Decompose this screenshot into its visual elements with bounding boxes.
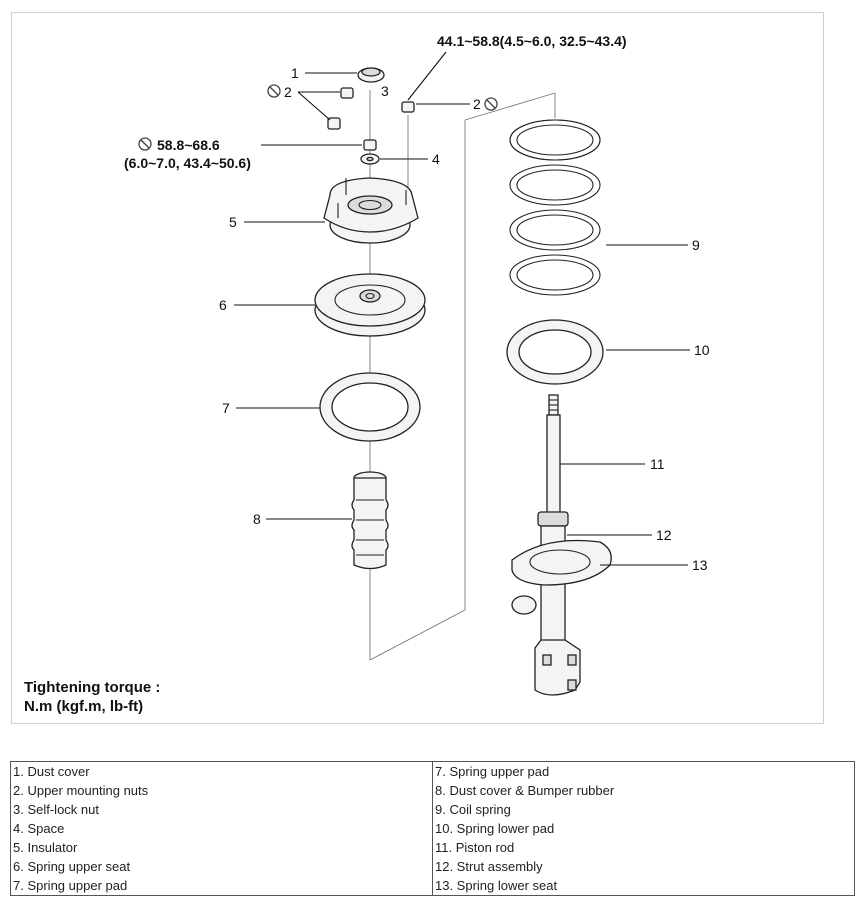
legend-cell: 13. Spring lower seat [432, 876, 855, 896]
callout-12: 12 [656, 527, 672, 543]
legend-cell: 10. Spring lower pad [432, 819, 855, 838]
no-reuse-icon [267, 84, 281, 98]
callout-11: 11 [650, 456, 665, 472]
spacer-part [360, 153, 380, 165]
legend-cell: 4. Space [10, 819, 433, 838]
legend-cell: 11. Piston rod [432, 838, 855, 857]
callout-7: 7 [222, 400, 230, 416]
callout-6: 6 [219, 297, 227, 313]
legend-cell: 7. Spring upper pad [10, 876, 433, 896]
bumper-rubber-part [351, 471, 389, 570]
callout-8: 8 [253, 511, 261, 527]
spring-lower-pad-part [506, 319, 604, 385]
legend-cell: 9. Coil spring [432, 800, 855, 819]
legend-cell: 6. Spring upper seat [10, 857, 433, 876]
self-lock-nut-part [363, 139, 377, 151]
legend-cell: 12. Strut assembly [432, 857, 855, 876]
no-reuse-icon [138, 137, 152, 151]
coil-spring-part [509, 119, 601, 296]
legend-cell: 8. Dust cover & Bumper rubber [432, 781, 855, 800]
legend-cell: 2. Upper mounting nuts [10, 781, 433, 800]
callout-13: 13 [692, 557, 708, 573]
strut-exploded-diagram: 1 2 3 2 4 5 6 7 8 9 10 11 12 13 44.1~58.… [24, 33, 710, 715]
upper-mounting-nuts-part [327, 87, 415, 130]
callout-2-right: 2 [473, 96, 481, 112]
piston-rod-part [546, 394, 561, 516]
callout-4: 4 [432, 151, 440, 167]
torque-note-title: Tightening torque : [24, 679, 160, 696]
callout-10: 10 [694, 342, 710, 358]
torque-note-units: N.m (kgf.m, lb-ft) [24, 698, 143, 715]
callout-2-left: 2 [284, 84, 292, 100]
callout-1: 1 [291, 65, 299, 81]
torque-spec-self-lock-line1: 58.8~68.6 [157, 137, 220, 153]
legend-cell: 5. Insulator [10, 838, 433, 857]
strut-assembly-part [511, 511, 581, 696]
exploded-view-figure [11, 12, 824, 724]
torque-spec-self-lock-line2: (6.0~7.0, 43.4~50.6) [124, 155, 251, 171]
spring-upper-seat-part [314, 273, 426, 337]
no-reuse-icon [484, 97, 498, 111]
callout-5: 5 [229, 214, 237, 230]
torque-spec-upper-nut: 44.1~58.8(4.5~6.0, 32.5~43.4) [437, 33, 627, 49]
callout-9: 9 [692, 237, 700, 253]
legend-cell: 1. Dust cover [10, 761, 433, 781]
spring-upper-pad-part [319, 372, 421, 442]
callout-3: 3 [381, 83, 389, 99]
leader-lines [234, 51, 690, 566]
spring-lower-seat-part [511, 539, 612, 586]
legend-cell: 7. Spring upper pad [432, 761, 855, 781]
dust-cover-part [357, 67, 385, 83]
legend-cell: 3. Self-lock nut [10, 800, 433, 819]
insulator-part [323, 177, 419, 244]
